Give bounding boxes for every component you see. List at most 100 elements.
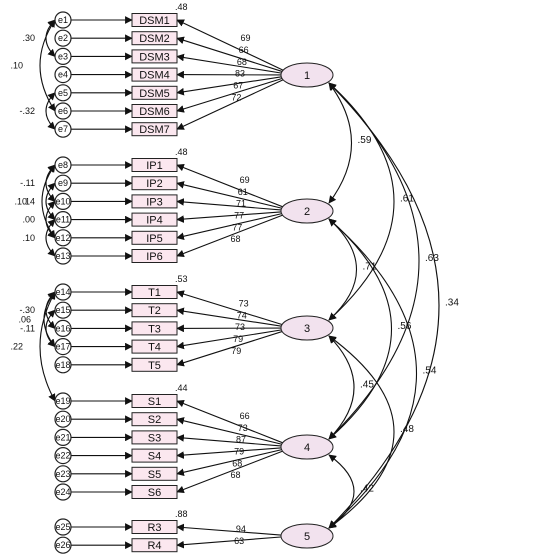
- latent-label: 1: [304, 70, 310, 82]
- latent-label: 3: [304, 323, 310, 335]
- loading-label: 79: [233, 334, 243, 344]
- error-term: [54, 392, 72, 410]
- correlation-label: .61: [400, 194, 414, 205]
- loading-path: [176, 198, 285, 211]
- error-label: e24: [55, 487, 70, 497]
- indicator-label: S2: [148, 414, 161, 426]
- latent-factor: [280, 315, 334, 341]
- error-covariance-label: -.32: [19, 106, 35, 116]
- error-term: [54, 174, 72, 192]
- loading-path: [176, 36, 285, 73]
- error-term: [54, 301, 72, 319]
- indicator-label: DSM5: [139, 88, 170, 100]
- factor-correlation-arc: [328, 454, 355, 529]
- correlation-label: .54: [423, 366, 437, 377]
- loading-path: [176, 181, 285, 210]
- factor-correlation-arc: [328, 82, 395, 321]
- error-term: [54, 483, 72, 501]
- error-term: [54, 11, 72, 29]
- indicator-label: DSM6: [139, 106, 170, 118]
- indicator-label: IP2: [146, 178, 163, 190]
- factor-correlation-arc: [328, 218, 393, 440]
- loading-label: 68: [237, 57, 247, 67]
- loading-path: [176, 448, 285, 476]
- loading-label: 73: [235, 322, 245, 332]
- loading-path: [176, 75, 285, 96]
- loading-label: 69: [240, 33, 250, 43]
- loading-label: 68: [232, 458, 242, 468]
- indicator-box: [131, 49, 178, 64]
- indicator-box: [131, 412, 178, 427]
- error-label: e21: [55, 432, 70, 442]
- error-label: e19: [55, 396, 70, 406]
- indicator-box: [131, 466, 178, 481]
- indicator-label: R4: [147, 540, 161, 552]
- indicator-box: [131, 321, 178, 336]
- indicator-box: [131, 303, 178, 318]
- error-covariance-arc: [39, 19, 56, 112]
- error-label: e26: [55, 540, 70, 550]
- error-label: e5: [58, 88, 68, 98]
- error-term: [54, 447, 72, 465]
- error-term: [54, 319, 72, 337]
- indicator-label: IP6: [146, 251, 163, 263]
- loading-label: 73: [238, 423, 248, 433]
- factor-correlation-arc: [328, 218, 417, 529]
- error-label: e12: [55, 233, 70, 243]
- loading-label: 73: [239, 299, 249, 309]
- error-covariance-label: .06: [18, 314, 31, 324]
- loading-label: 83: [235, 69, 245, 79]
- indicator-box: [131, 448, 178, 463]
- r-squared-label: .48: [175, 147, 188, 157]
- error-label: e8: [58, 160, 68, 170]
- r-squared-label: .44: [175, 383, 188, 393]
- error-covariance-arc: [45, 219, 56, 257]
- loading-path: [176, 211, 285, 223]
- error-covariance-label: -.30: [19, 305, 35, 315]
- indicator-box: [131, 485, 178, 499]
- indicator-label: IP3: [146, 196, 163, 208]
- factor-correlation-arc: [328, 82, 440, 529]
- loading-path: [176, 434, 285, 447]
- error-term: [54, 192, 72, 210]
- indicator-label: S5: [148, 469, 161, 481]
- error-label: e16: [55, 323, 70, 333]
- indicator-label: T3: [148, 323, 161, 335]
- error-covariance-arc: [45, 19, 56, 57]
- loading-path: [176, 523, 285, 536]
- indicator-label: DSM4: [139, 70, 170, 82]
- indicator-label: R3: [147, 522, 161, 534]
- error-label: e11: [56, 215, 70, 225]
- error-term: [54, 338, 72, 356]
- loading-label: 72: [231, 92, 241, 102]
- loading-label: 63: [234, 536, 244, 546]
- error-covariance-label: .00: [22, 215, 35, 225]
- error-covariance-label: .14: [22, 196, 35, 206]
- indicator-box: [131, 158, 178, 172]
- loading-label: 71: [236, 199, 246, 209]
- indicator-label: IP1: [146, 160, 163, 172]
- latent-label: 4: [304, 442, 310, 454]
- error-term: [54, 465, 72, 483]
- indicator-box: [131, 394, 178, 408]
- error-label: e1: [58, 15, 68, 25]
- loading-label: 66: [240, 411, 250, 421]
- correlation-label: .56: [398, 321, 412, 332]
- loading-label: 77: [234, 211, 244, 221]
- loading-label: 94: [236, 524, 246, 534]
- loading-label: 87: [236, 435, 246, 445]
- indicator-box: [131, 430, 178, 445]
- latent-label: 5: [304, 531, 310, 543]
- error-term: [54, 156, 72, 174]
- indicator-label: S1: [148, 396, 161, 408]
- indicator-box: [131, 285, 178, 299]
- indicator-box: [131, 339, 178, 354]
- indicator-box: [131, 357, 178, 372]
- error-covariance-arc: [41, 164, 56, 239]
- error-covariance-label: .30: [22, 33, 35, 43]
- indicator-label: T5: [148, 360, 161, 372]
- loading-path: [176, 290, 285, 326]
- correlation-label: .45: [360, 380, 374, 391]
- indicator-label: S3: [148, 432, 161, 444]
- indicator-label: S4: [148, 451, 161, 463]
